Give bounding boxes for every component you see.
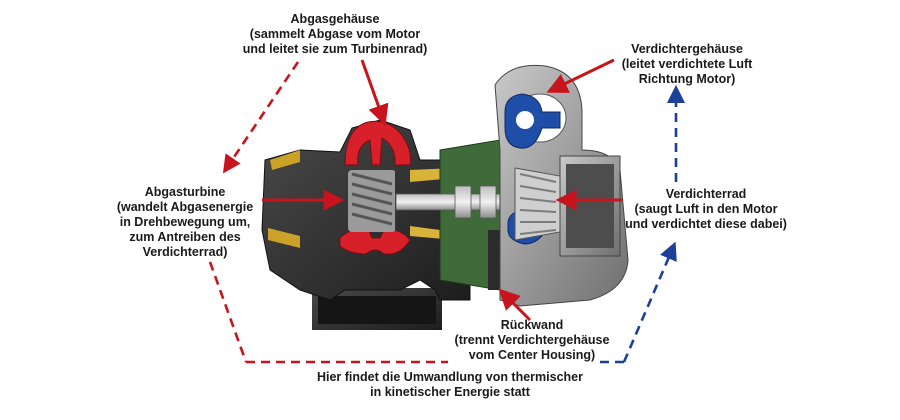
pointer-abgasgehaeuse: [360, 59, 389, 126]
label-rueckwand: Rückwand (trennt Verdichtergehäuse vom C…: [444, 318, 620, 363]
label-rueckwand-line2: vom Center Housing): [468, 348, 596, 362]
turbine-gold-flange-bottom: [268, 228, 300, 248]
label-verdichterrad-line2: und verdichtet diese dabei): [625, 217, 787, 231]
label-verdichterrad-title: Verdichterrad: [665, 187, 747, 201]
compressor-wheel: [514, 167, 561, 241]
exhaust-volute-upper: [344, 120, 411, 166]
label-abgasturbine-title: Abgasturbine: [144, 185, 226, 199]
label-abgasgehaeuse: Abgasgehäuse (sammelt Abgase vom Motor u…: [205, 12, 465, 57]
intake-flow-arrow-lower: [622, 241, 677, 363]
label-umwandlung-line1: Hier findet die Umwandlung von thermisch…: [316, 370, 583, 384]
label-abgasgehaeuse-line1: (sammelt Abgase vom Motor: [249, 27, 421, 41]
label-abgasturbine-line2: in Drehbewegung um,: [119, 215, 251, 229]
pointer-arrows: [262, 58, 622, 322]
turbine-gold-flange-top: [270, 150, 300, 170]
label-abgasgehaeuse-title: Abgasgehäuse: [290, 12, 380, 26]
label-abgasturbine-line1: (wandelt Abgasenergie: [116, 200, 254, 214]
exhaust-flow-arrow-upper: [222, 61, 300, 174]
label-verdichtergehaeuse-line2: Richtung Motor): [638, 72, 736, 86]
label-verdichterrad: Verdichterrad (saugt Luft in den Motor u…: [618, 187, 794, 232]
label-abgasturbine: Abgasturbine (wandelt Abgasenergie in Dr…: [100, 185, 270, 260]
label-rueckwand-title: Rückwand: [500, 318, 564, 332]
label-abgasgehaeuse-line2: und leitet sie zum Turbinenrad): [242, 42, 428, 56]
turbine-wheel: [348, 170, 397, 232]
pointer-rueckwand: [498, 288, 532, 322]
flow-path: [208, 61, 686, 364]
exhaust-flow-line-lower: [208, 261, 248, 363]
label-verdichtergehaeuse-title: Verdichtergehäuse: [631, 42, 743, 56]
label-abgasturbine-line3: zum Antreiben des: [129, 230, 241, 244]
turbocharger-cutaway: [261, 64, 629, 330]
label-verdichtergehaeuse-line1: (leitet verdichtete Luft: [621, 57, 753, 71]
label-umwandlung-line2: in kinetischer Energie statt: [370, 385, 530, 399]
label-umwandlung: Hier findet die Umwandlung von thermisch…: [300, 370, 600, 400]
label-rueckwand-line1: (trennt Verdichtergehäuse: [454, 333, 610, 347]
label-abgasturbine-line4: Verdichterrad): [142, 245, 228, 259]
label-verdichterrad-line1: (saugt Luft in den Motor: [634, 202, 778, 216]
label-verdichtergehaeuse: Verdichtergehäuse (leitet verdichtete Lu…: [612, 42, 762, 87]
pointer-verdichtergehaeuse: [546, 58, 615, 93]
